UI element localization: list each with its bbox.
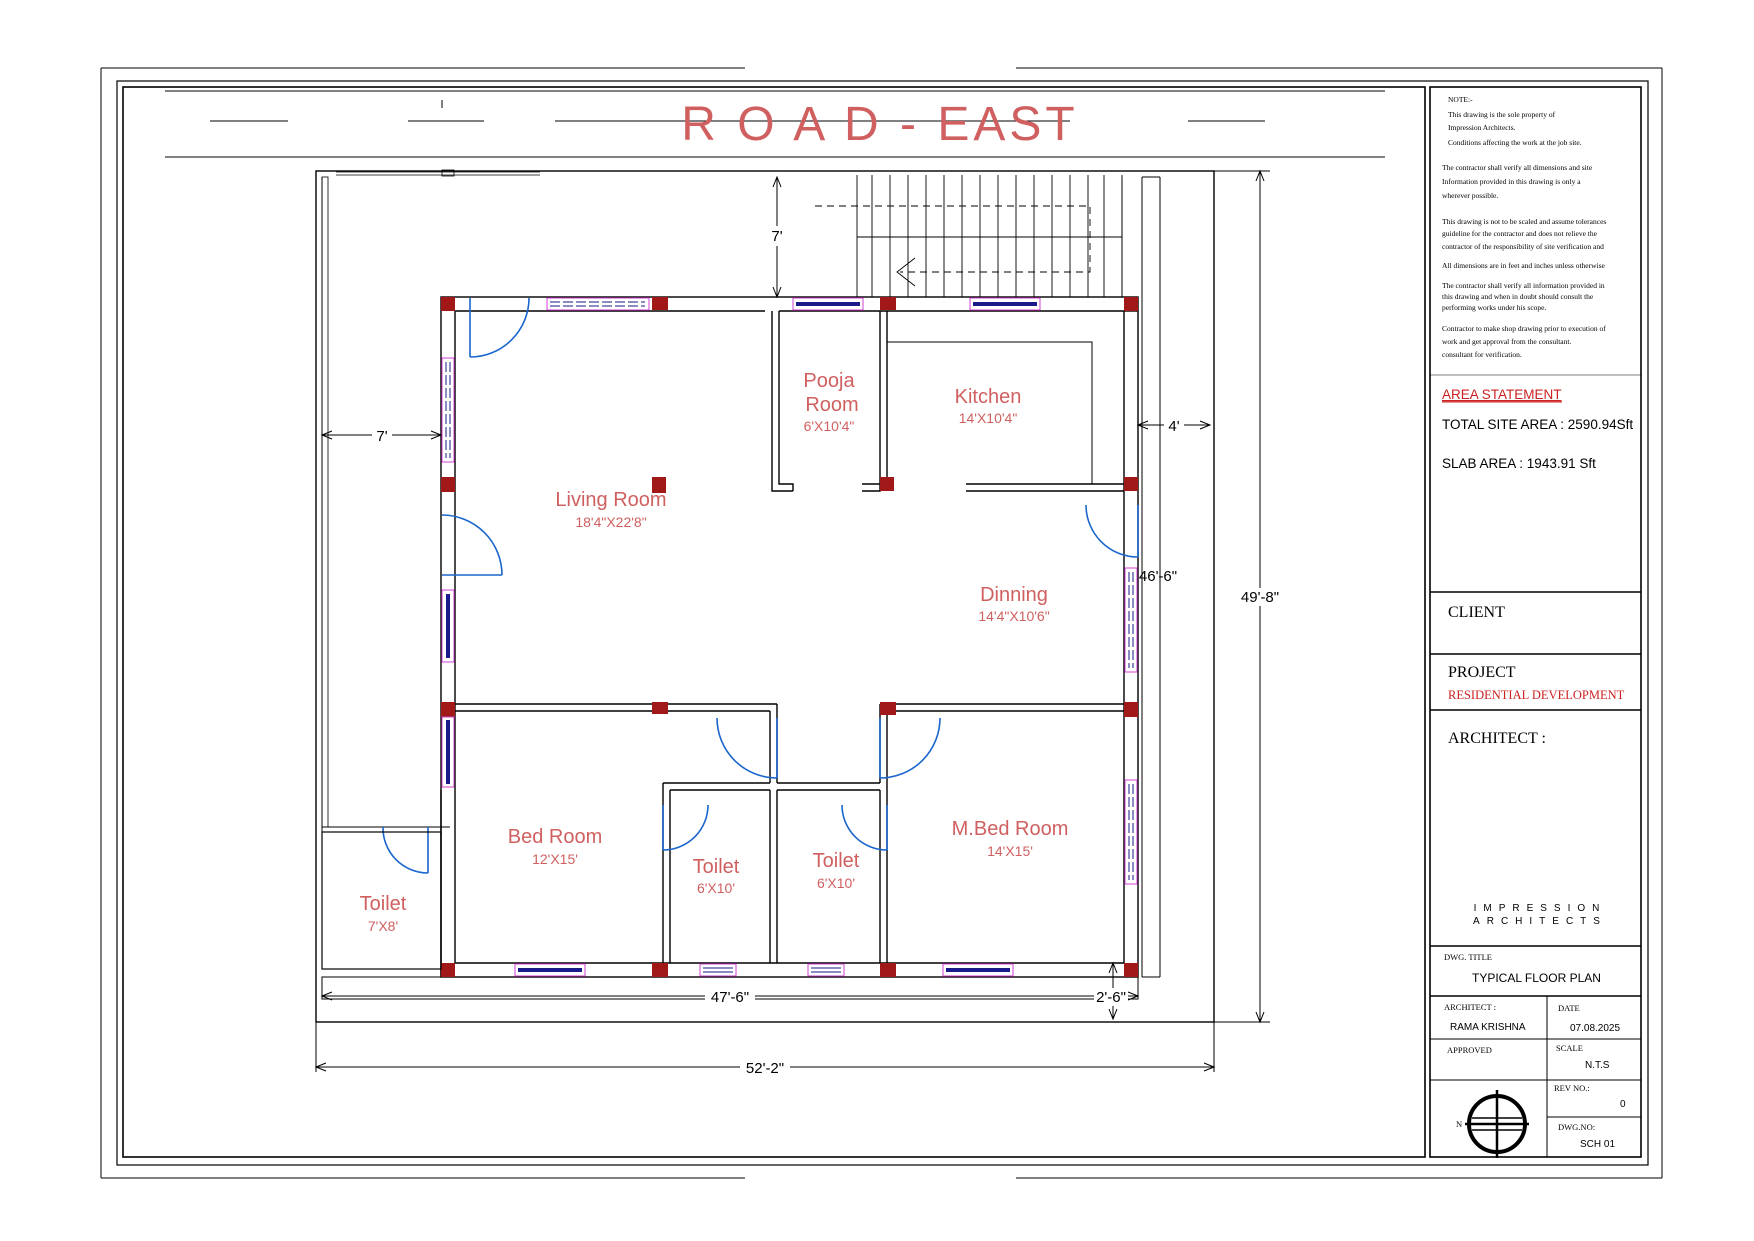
slab-area: SLAB AREA : 1943.91 Sft (1442, 456, 1596, 471)
door-living-left (441, 514, 503, 576)
door-toilet-outer (382, 826, 429, 874)
notes-heading: NOTE:- (1448, 95, 1473, 104)
pooja-room-name-1: Pooja (803, 370, 855, 392)
scale-label: SCALE (1556, 1043, 1583, 1053)
note-line-5: wherever possible. (1442, 191, 1498, 200)
note-line-6: This drawing is not to be scaled and ass… (1442, 217, 1606, 226)
toilet1-name: Toilet (693, 856, 740, 878)
kitchen-size: 14'X10'4" (959, 410, 1018, 426)
note-line-13: Contractor to make shop drawing prior to… (1442, 324, 1606, 333)
area-statement-heading: AREA STATEMENT (1442, 387, 1562, 402)
window-mbed-right (1124, 779, 1138, 885)
dinning-name: Dinning (980, 584, 1048, 606)
area-statement: AREA STATEMENT TOTAL SITE AREA : 2590.94… (1442, 387, 1633, 471)
note-line-2: Conditions affecting the work at the job… (1448, 138, 1582, 147)
dwg-no-label: DWG.NO: (1558, 1122, 1595, 1132)
dwg-title-value: TYPICAL FLOOR PLAN (1472, 971, 1601, 985)
mbed-room-name: M.Bed Room (952, 818, 1069, 840)
window-living-top (546, 297, 650, 311)
mbed-room-size: 14'X15' (987, 843, 1033, 859)
note-line-1: Impression Architects. (1448, 123, 1516, 132)
window-living-left (441, 357, 455, 463)
dim-bottom-setback: 2'-6" (1096, 989, 1126, 1006)
staircase (815, 175, 1123, 297)
door-toilet1 (662, 804, 709, 851)
north-label: N (1456, 1119, 1462, 1129)
architect-name: RAMA KRISHNA (1450, 1022, 1526, 1033)
note-line-3: The contractor shall verify all dimensio… (1442, 163, 1593, 172)
dimension-labels: 7' 7' 4' 46'-6" 49'-8" 47'-6" 2'-6" 52'-… (372, 226, 1282, 1077)
toilet-outer-name: Toilet (360, 893, 407, 915)
road-east-label: R O A D - EAST (681, 98, 1078, 151)
dwg-no-value: SCH 01 (1580, 1139, 1615, 1150)
note-line-7: guideline for the contractor and does no… (1442, 229, 1598, 238)
title-block-lines (1430, 374, 1641, 1157)
dim-left-setback: 7' (376, 428, 387, 445)
windows (441, 297, 1138, 977)
road-header (165, 90, 1385, 158)
note-line-15: consultant for verification. (1442, 350, 1522, 359)
window-toilet1-bottom (699, 963, 737, 977)
note-line-10: The contractor shall verify all informat… (1442, 281, 1605, 290)
client-label: CLIENT (1448, 604, 1505, 621)
notes-block: NOTE:- This drawing is the sole property… (1442, 95, 1606, 359)
firm-name-line2: ARCHITECTS (1473, 916, 1607, 927)
note-line-14: work and get approval from the consultan… (1442, 337, 1571, 346)
room-labels: Living Room 18'4"X22'8" Pooja Room 6'X10… (360, 370, 1069, 934)
living-room-name: Living Room (555, 489, 666, 511)
dwg-title-label: DWG. TITLE (1444, 952, 1492, 962)
approved-label: APPROVED (1447, 1045, 1492, 1055)
door-toilet2 (841, 804, 888, 851)
title-block-fields: CLIENT PROJECT RESIDENTIAL DEVELOPMENT A… (1444, 604, 1626, 1150)
toilet2-name: Toilet (813, 850, 860, 872)
note-line-9: All dimensions are in feet and inches un… (1442, 261, 1606, 270)
toilet-outer-size: 7'X8' (368, 918, 398, 934)
note-line-12: performing works under his scope. (1442, 303, 1546, 312)
architect-label: ARCHITECT : (1448, 730, 1546, 747)
date-value: 07.08.2025 (1570, 1023, 1620, 1034)
project-label: PROJECT (1448, 664, 1516, 681)
project-value: RESIDENTIAL DEVELOPMENT (1448, 688, 1625, 702)
doors (382, 297, 1139, 874)
toilet1-size: 6'X10' (697, 880, 735, 896)
rev-label: REV NO.: (1554, 1083, 1590, 1093)
door-bed (716, 717, 778, 779)
note-line-11: this drawing and when in doubt should co… (1442, 292, 1594, 301)
columns (441, 297, 1138, 977)
dim-inner-depth: 46'-6" (1139, 568, 1177, 585)
bed-room-name: Bed Room (508, 826, 603, 848)
note-line-0: This drawing is the sole property of (1448, 110, 1556, 119)
door-living-top (469, 297, 530, 358)
north-arrow-icon: N (1456, 1090, 1529, 1158)
exterior-walls (440, 296, 1139, 978)
kitchen-name: Kitchen (955, 386, 1022, 408)
window-dinning-right (1124, 567, 1138, 673)
living-room-size: 18'4"X22'8" (575, 514, 646, 530)
scale-value: N.T.S (1585, 1060, 1610, 1071)
dim-inner-width: 47'-6" (711, 989, 749, 1006)
pooja-room-name-2: Room (805, 394, 858, 416)
rev-value: 0 (1620, 1099, 1626, 1110)
dinning-size: 14'4"X10'6" (978, 608, 1049, 624)
sheet-frame (100, 67, 1663, 1179)
door-dinning-right (1085, 504, 1139, 558)
pooja-room-size: 6'X10'4" (804, 418, 855, 434)
dim-right-setback: 4' (1168, 418, 1179, 435)
window-toilet2-bottom (807, 963, 845, 977)
dim-top-setback: 7' (771, 228, 782, 245)
date-label: DATE (1558, 1003, 1580, 1013)
note-line-8: contractor of the responsibility of site… (1442, 242, 1604, 251)
architect-small-label: ARCHITECT : (1444, 1002, 1496, 1012)
dim-total-width: 52'-2" (746, 1060, 784, 1077)
firm-name-line1: IMPRESSION (1474, 903, 1607, 914)
door-mbed (879, 717, 941, 779)
interior-walls (440, 311, 1124, 977)
note-line-4: Information provided in this drawing is … (1442, 177, 1581, 186)
toilet2-size: 6'X10' (817, 875, 855, 891)
dim-total-depth: 49'-8" (1241, 589, 1279, 606)
outer-toilet-walls (321, 831, 442, 970)
total-site-area: TOTAL SITE AREA : 2590.94Sft (1442, 417, 1633, 432)
bed-room-size: 12'X15' (532, 851, 578, 867)
